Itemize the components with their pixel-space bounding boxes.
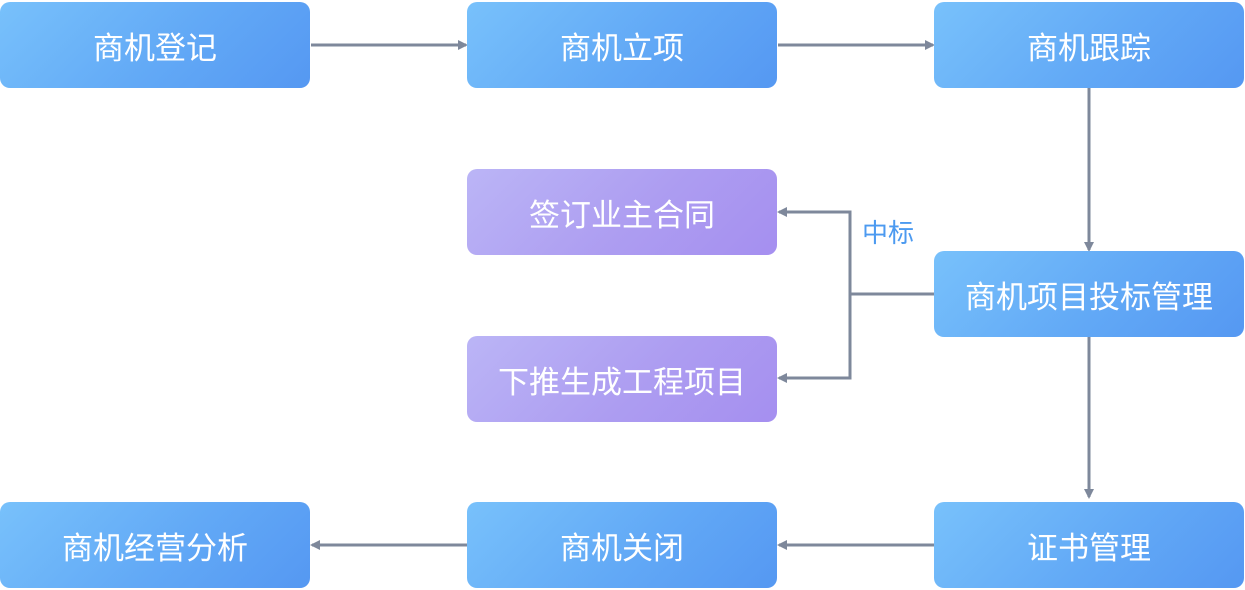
edge-label-win-bid: 中标 (862, 219, 915, 249)
node-track[interactable]: 商机跟踪 (934, 2, 1244, 88)
node-close[interactable]: 商机关闭 (467, 502, 777, 588)
node-analysis[interactable]: 商机经营分析 (0, 502, 310, 588)
node-sign-contract[interactable]: 签订业主合同 (467, 169, 777, 255)
edge-bid-sign (777, 207, 852, 294)
node-approve[interactable]: 商机立项 (467, 2, 777, 88)
node-push-project[interactable]: 下推生成工程项目 (467, 336, 777, 422)
node-bid-management[interactable]: 商机项目投标管理 (934, 251, 1244, 337)
edge-bid-push (777, 294, 852, 383)
node-register[interactable]: 商机登记 (0, 2, 310, 88)
node-certificate[interactable]: 证书管理 (934, 502, 1244, 588)
